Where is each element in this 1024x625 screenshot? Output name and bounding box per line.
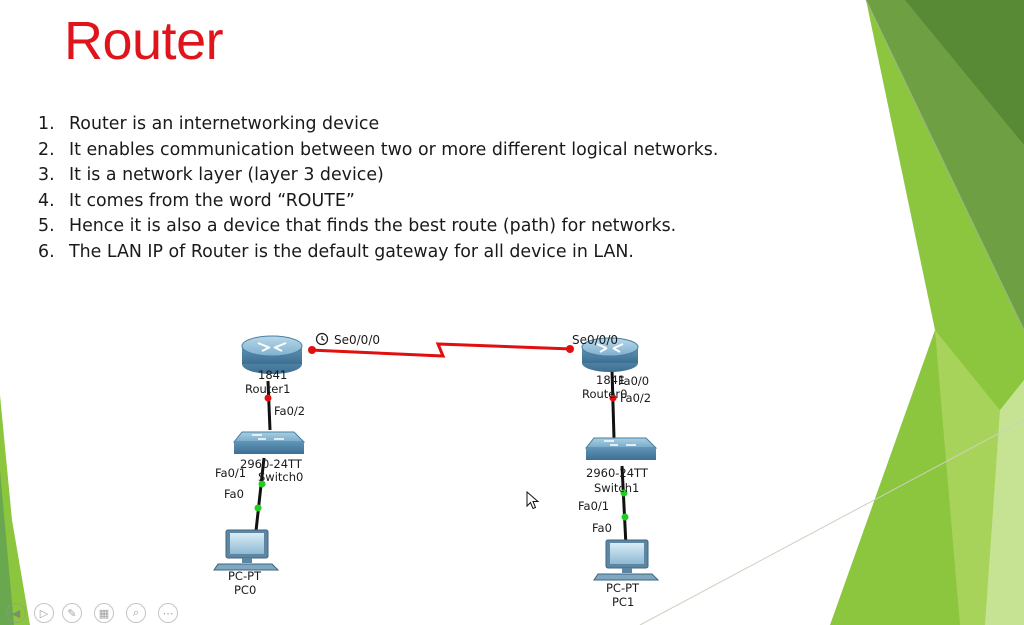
router0-lan-port-label: Fa0/2 — [274, 404, 305, 418]
router1-device[interactable] — [581, 337, 639, 372]
list-item-number: 4. — [38, 190, 55, 211]
deco-facet-edge — [985, 380, 1024, 625]
link-light-router1-lan — [609, 394, 617, 402]
link-light-pc1 — [621, 513, 629, 521]
pc0-model-label: PC-PT — [228, 569, 262, 583]
deco-line-2 — [639, 419, 1024, 625]
serial-light-router0 — [308, 346, 316, 354]
list-item-text: It enables communication between two or … — [69, 139, 719, 160]
list-item-text: The LAN IP of Router is the default gate… — [69, 241, 634, 262]
pc1-name-label: PC1 — [612, 595, 634, 609]
more-icon[interactable]: ⋯ — [158, 603, 178, 623]
router1-lan-port-label: Fa0/2 — [620, 391, 651, 405]
zoom-icon[interactable]: ⌕ — [126, 603, 146, 623]
pc0-port-label: Fa0 — [224, 487, 244, 501]
bullet-list: 1. Router is an internetworking device 2.… — [38, 112, 838, 266]
network-topology-diagram: Se0/0/0 Se0/0/0 1841 Router1 Fa0/2 1841 … — [213, 332, 660, 609]
list-item-number: 1. — [38, 114, 55, 134]
switch1-name-label: Switch1 — [594, 481, 639, 495]
switch0-name-label: Switch0 — [258, 470, 303, 484]
router0-device[interactable] — [241, 335, 303, 374]
mouse-pointer-icon — [526, 491, 540, 510]
next-icon[interactable]: ▷ — [34, 603, 54, 623]
pc1-device[interactable] — [593, 539, 660, 581]
switch1-port-label: Fa0/1 — [578, 499, 609, 513]
switch0-pc0-cable[interactable] — [253, 457, 266, 541]
link-light-router0-lan — [264, 394, 272, 402]
switch1-model-label: 2960-24TT — [586, 466, 649, 480]
list-item-number: 2. — [38, 139, 55, 160]
pc1-model-label: PC-PT — [606, 581, 640, 595]
serial-light-router1 — [566, 345, 574, 353]
slide-title: Router — [64, 11, 224, 71]
deco-facet-left-dark — [0, 470, 14, 625]
list-item-number: 3. — [38, 165, 55, 186]
previous-icon[interactable]: ◀ — [6, 603, 26, 623]
router0-model-label: 1841 — [258, 368, 287, 382]
switch1-pc1-cable[interactable] — [620, 465, 628, 547]
router1-lan-port-top-label: Fa0/0 — [618, 374, 649, 388]
deco-line-1 — [865, 0, 1024, 331]
switch0-port-label: Fa0/1 — [215, 466, 246, 480]
switch0-model-label: 2960-24TT — [240, 457, 303, 471]
serial-cable[interactable] — [309, 342, 573, 358]
list-item-text: It comes from the word “ROUTE” — [69, 190, 355, 211]
router1-model-label: 1841 — [596, 373, 625, 387]
list-item-text: It is a network layer (layer 3 device) — [69, 165, 384, 186]
list-item: 3. It is a network layer (layer 3 device) — [38, 163, 838, 189]
router1-switch1-cable[interactable] — [610, 369, 616, 439]
slides-icon[interactable]: ▦ — [94, 603, 114, 623]
deco-facet-top-dark — [905, 0, 1024, 145]
list-item-number: 6. — [38, 241, 55, 262]
list-item-text: Hence it is also a device that finds the… — [69, 216, 677, 237]
pc0-device[interactable] — [213, 529, 280, 571]
router1-name-label: Router0 — [582, 387, 627, 401]
list-item: 2. It enables communication between two o… — [38, 138, 838, 164]
presenter-toolbar: ◀ ▷ ✎ ▦ ⌕ ⋯ — [0, 603, 190, 625]
link-light-switch1-port — [620, 489, 628, 497]
list-item: 4. It comes from the word “ROUTE” — [38, 189, 838, 215]
list-item-text: Router is an internetworking device — [69, 114, 380, 134]
router0-name-label: Router1 — [245, 382, 290, 396]
link-light-switch0-port — [258, 480, 266, 488]
switch0-device[interactable] — [232, 431, 306, 454]
pc1-port-label: Fa0 — [592, 521, 612, 535]
link-light-pc0 — [254, 504, 262, 512]
list-item: 6. The LAN IP of Router is the default ga… — [38, 240, 838, 266]
list-item-number: 5. — [38, 216, 55, 237]
router0-serial-port-label: Se0/0/0 — [334, 333, 380, 347]
clock-icon — [315, 332, 329, 346]
pen-icon[interactable]: ✎ — [62, 603, 82, 623]
router0-switch0-cable[interactable] — [266, 380, 272, 431]
router1-serial-port-label: Se0/0/0 — [572, 333, 618, 347]
switch1-device[interactable] — [584, 437, 658, 460]
pc0-name-label: PC0 — [234, 583, 256, 597]
list-item: 1. Router is an internetworking device — [38, 112, 838, 138]
list-item: 5. Hence it is also a device that finds t… — [38, 214, 838, 240]
